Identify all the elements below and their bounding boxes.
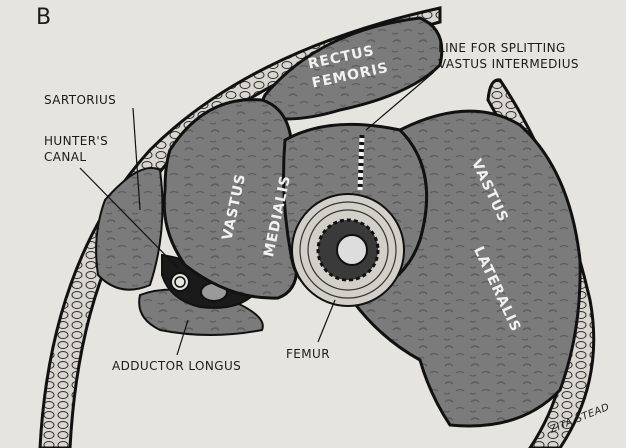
hunters-canal-label-1: HUNTER'S xyxy=(44,134,108,149)
splitting-line-label-1: LINE FOR SPLITTING xyxy=(438,41,566,56)
adductor-longus-label: ADDUCTOR LONGUS xyxy=(112,359,241,374)
femur-leader xyxy=(318,300,335,342)
femur-label: FEMUR xyxy=(286,347,330,362)
femoral-vessel-1 xyxy=(171,273,189,291)
sartorius-muscle xyxy=(96,168,162,290)
hunters-canal-label-2: CANAL xyxy=(44,150,86,165)
sartorius-label: SARTORIUS xyxy=(44,93,116,108)
splitting-line-label-2: VASTUS INTERMEDIUS xyxy=(438,57,579,72)
panel-letter: B xyxy=(36,10,51,25)
femur-canal xyxy=(337,235,367,265)
